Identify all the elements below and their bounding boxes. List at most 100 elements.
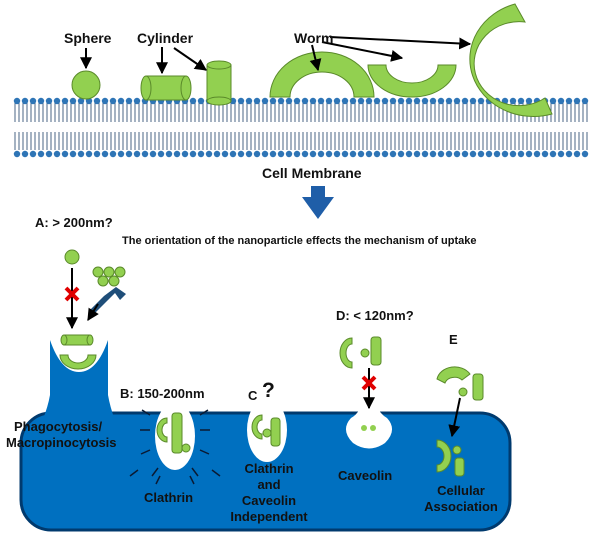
lipid-head-inner bbox=[285, 150, 293, 158]
lipid-head-inner bbox=[101, 150, 109, 158]
lipid-head-inner bbox=[77, 150, 85, 158]
lipid-head-inner bbox=[357, 150, 365, 158]
lipid-head-outer bbox=[341, 97, 349, 105]
lipid-head-inner bbox=[133, 150, 141, 158]
lipid-head-inner bbox=[333, 150, 341, 158]
b-clathrin-coat bbox=[129, 409, 221, 485]
c-particles bbox=[251, 414, 281, 447]
lipid-head-inner bbox=[213, 150, 221, 158]
lipid-head-outer bbox=[13, 97, 21, 105]
lipid-head-outer bbox=[37, 97, 45, 105]
lipid-head-outer bbox=[245, 97, 253, 105]
lipid-head-outer bbox=[405, 97, 413, 105]
lipid-head-outer bbox=[293, 97, 301, 105]
lipid-head-outer bbox=[189, 97, 197, 105]
e-associated-particles bbox=[436, 439, 465, 477]
lipid-head-inner bbox=[317, 150, 325, 158]
lipid-head-inner bbox=[541, 150, 549, 158]
worm-label: Worm bbox=[294, 30, 334, 46]
lipid-head-inner bbox=[117, 150, 125, 158]
sphere-label: Sphere bbox=[64, 30, 112, 46]
lipid-head-inner bbox=[29, 150, 37, 158]
lipid-head-inner bbox=[573, 150, 581, 158]
lipid-head-inner bbox=[365, 150, 373, 158]
lipid-head-inner bbox=[221, 150, 229, 158]
lipid-head-outer bbox=[285, 97, 293, 105]
lipid-head-outer bbox=[453, 97, 461, 105]
lipid-head-inner bbox=[469, 150, 477, 158]
section-e-label-line2: Association bbox=[424, 499, 498, 514]
lipid-head-outer bbox=[333, 97, 341, 105]
worm-arch-particle bbox=[269, 51, 375, 98]
lipid-head-outer bbox=[477, 97, 485, 105]
lipid-head-outer bbox=[469, 97, 477, 105]
lipid-head-inner bbox=[437, 150, 445, 158]
section-b-tag: B: 150-200nm bbox=[120, 386, 205, 401]
lipid-head-outer bbox=[277, 97, 285, 105]
lipid-head-inner bbox=[189, 150, 197, 158]
lipid-head-outer bbox=[373, 97, 381, 105]
lipid-head-outer bbox=[437, 97, 445, 105]
caveolin-flask bbox=[345, 395, 393, 449]
lipid-head-inner bbox=[581, 150, 589, 158]
lipid-head-outer bbox=[413, 97, 421, 105]
lipid-head-outer bbox=[557, 97, 565, 105]
worm-cup-particle bbox=[367, 64, 457, 98]
lipid-head-inner bbox=[109, 150, 117, 158]
lipid-head-inner bbox=[157, 150, 165, 158]
lipid-head-outer bbox=[253, 97, 261, 105]
a-particle-cluster bbox=[92, 266, 126, 287]
lipid-head-outer bbox=[509, 97, 517, 105]
lipid-head-inner bbox=[229, 150, 237, 158]
phagocytosis-protrusion bbox=[30, 340, 126, 445]
lipid-head-outer bbox=[309, 97, 317, 105]
a-sphere bbox=[64, 249, 80, 265]
lipid-head-outer bbox=[261, 97, 269, 105]
lipid-head-inner bbox=[349, 150, 357, 158]
e-arrow bbox=[448, 397, 461, 438]
lipid-head-inner bbox=[165, 150, 173, 158]
section-a-tag: A: > 200nm? bbox=[35, 215, 113, 230]
lipid-head-outer bbox=[93, 97, 101, 105]
lipid-head-outer bbox=[581, 97, 589, 105]
lipid-head-inner bbox=[485, 150, 493, 158]
section-c-label-line3: Caveolin bbox=[241, 493, 297, 508]
lipid-head-inner bbox=[269, 150, 277, 158]
lipid-head-outer bbox=[301, 97, 309, 105]
section-d-label: Caveolin bbox=[338, 468, 393, 483]
lipid-head-outer bbox=[549, 97, 557, 105]
lipid-head-inner bbox=[277, 150, 285, 158]
lipid-head-inner bbox=[429, 150, 437, 158]
worm-arrow-3 bbox=[329, 36, 472, 50]
a-engulfing-cylinder bbox=[60, 334, 94, 346]
worm-arrow-2 bbox=[321, 41, 404, 62]
lipid-head-inner bbox=[525, 150, 533, 158]
e-particles bbox=[436, 366, 484, 401]
section-a-label-line1: Phagocytosis/ bbox=[14, 419, 103, 434]
cylinder-horizontal-particle bbox=[140, 75, 192, 101]
lipid-head-inner bbox=[93, 150, 101, 158]
a-antibody-arrow bbox=[87, 303, 99, 322]
lipid-head-inner bbox=[13, 150, 21, 158]
lipid-head-inner bbox=[477, 150, 485, 158]
section-b-label: Clathrin bbox=[144, 490, 194, 505]
lipid-head-outer bbox=[461, 97, 469, 105]
lipid-head-inner bbox=[413, 150, 421, 158]
cell-membrane-bilayer bbox=[13, 97, 589, 158]
lipid-head-outer bbox=[69, 97, 77, 105]
lipid-head-outer bbox=[517, 97, 525, 105]
section-d-tag: D: < 120nm? bbox=[336, 308, 414, 323]
lipid-head-inner bbox=[549, 150, 557, 158]
lipid-head-outer bbox=[109, 97, 117, 105]
lipid-head-outer bbox=[45, 97, 53, 105]
lipid-head-inner bbox=[197, 150, 205, 158]
worm-arrow-1 bbox=[309, 44, 322, 72]
d-particles bbox=[339, 336, 382, 369]
lipid-head-inner bbox=[45, 150, 53, 158]
lipid-tails bbox=[14, 103, 588, 150]
lipid-head-outer bbox=[573, 97, 581, 105]
lipid-head-inner bbox=[261, 150, 269, 158]
lipid-head-outer bbox=[21, 97, 29, 105]
lipid-head-outer bbox=[525, 97, 533, 105]
